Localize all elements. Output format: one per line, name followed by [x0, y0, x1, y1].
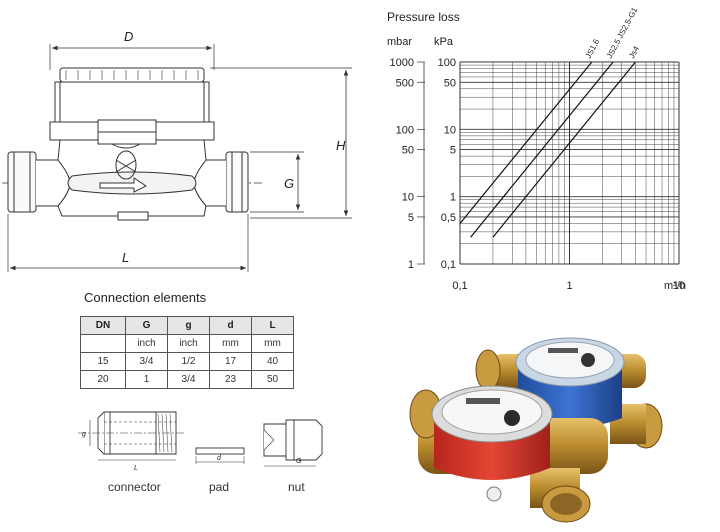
- connector-g-label: g: [82, 431, 86, 438]
- y-tick-label-kpa: 50: [444, 77, 456, 89]
- table-cell: 1: [125, 370, 168, 389]
- y-unit-mbar: mbar: [387, 36, 412, 48]
- table-row: 20 1 3/4 23 50: [80, 370, 294, 389]
- unit-cell: mm: [251, 334, 294, 353]
- product-photo: [409, 337, 663, 523]
- unit-cell: inch: [125, 334, 168, 353]
- series-line-1: [459, 61, 593, 224]
- chart-grid: [459, 61, 680, 265]
- connection-table: DN G g d L inch inch mm mm 15 3/4 1/2 17…: [80, 316, 294, 389]
- nut-g-label: G: [296, 458, 302, 465]
- series-label-3: Js4: [627, 44, 641, 60]
- header-g-lower: g: [167, 316, 210, 335]
- y-unit-kpa: kPa: [434, 36, 454, 48]
- y-tick-label-mbar: 1000: [390, 57, 414, 69]
- blue-meter: [475, 337, 663, 449]
- y-tick-label-kpa: 5: [450, 145, 456, 157]
- y-tick-label-mbar: 50: [402, 145, 414, 157]
- y-tick-label-kpa: 100: [438, 57, 456, 69]
- meter-drawing: D H G L: [2, 29, 352, 272]
- nut-drawing: G: [263, 419, 323, 467]
- y-tick-label-mbar: 10: [402, 192, 414, 204]
- table-cell: 23: [209, 370, 252, 389]
- y-tick-label-kpa: 1: [450, 192, 456, 204]
- connector-drawing: g L: [78, 411, 184, 472]
- dim-label-l: L: [122, 250, 129, 265]
- y-tick-label-kpa: 0,1: [441, 259, 456, 271]
- connection-title: Connection elements: [84, 290, 207, 305]
- y-tick-label-mbar: 5: [408, 212, 414, 224]
- table-cell: 3/4: [167, 370, 210, 389]
- pad-d-label: d: [217, 455, 222, 462]
- table-cell: 15: [80, 352, 126, 371]
- y-tick-label-kpa: 10: [444, 124, 456, 136]
- y-tick-label-mbar: 1: [408, 259, 414, 271]
- table-cell: 1/2: [167, 352, 210, 371]
- chart-title: Pressure loss: [387, 10, 460, 24]
- series-line-2: [470, 61, 614, 238]
- x-unit-label: m³/h: [664, 280, 686, 292]
- table-cell: 17: [209, 352, 252, 371]
- x-tick-label: 1: [566, 280, 572, 292]
- connector-caption: connector: [108, 480, 161, 494]
- unit-cell: inch: [167, 334, 210, 353]
- y-tick-label-mbar: 500: [396, 77, 414, 89]
- table-cell: 3/4: [125, 352, 168, 371]
- pad-caption: pad: [209, 480, 230, 494]
- dim-label-g: G: [284, 176, 294, 191]
- header-l: L: [251, 316, 294, 335]
- table-cell: 40: [251, 352, 294, 371]
- series-label-1: JS1,6: [584, 37, 602, 60]
- table-units-row: inch inch mm mm: [80, 334, 294, 353]
- series-line-3: [492, 61, 636, 238]
- dim-label-h: H: [336, 138, 346, 153]
- dim-label-d: D: [124, 29, 133, 44]
- chart-ticks: 0,1 0,5 1 5 10 50 100 1 5 10 50 100 500 1000 0,1 1 10: [390, 57, 686, 292]
- unit-cell: mm: [209, 334, 252, 353]
- connector-l-label: L: [134, 465, 138, 472]
- header-d: d: [209, 316, 252, 335]
- pad-drawing: d: [195, 447, 245, 464]
- table-header-row: DN G g d L: [80, 316, 294, 335]
- x-tick-label: 0,1: [452, 280, 467, 292]
- red-meter: [409, 385, 608, 523]
- nut-caption: nut: [288, 480, 305, 494]
- table-cell: 50: [251, 370, 294, 389]
- header-dn: DN: [80, 316, 126, 335]
- table-row: 15 3/4 1/2 17 40: [80, 352, 294, 371]
- y-tick-label-mbar: 100: [396, 124, 414, 136]
- y-tick-label-kpa: 0,5: [441, 212, 456, 224]
- unit-cell: [80, 334, 126, 353]
- table-cell: 20: [80, 370, 126, 389]
- header-g-upper: G: [125, 316, 168, 335]
- x-tick-label: 10: [673, 280, 685, 292]
